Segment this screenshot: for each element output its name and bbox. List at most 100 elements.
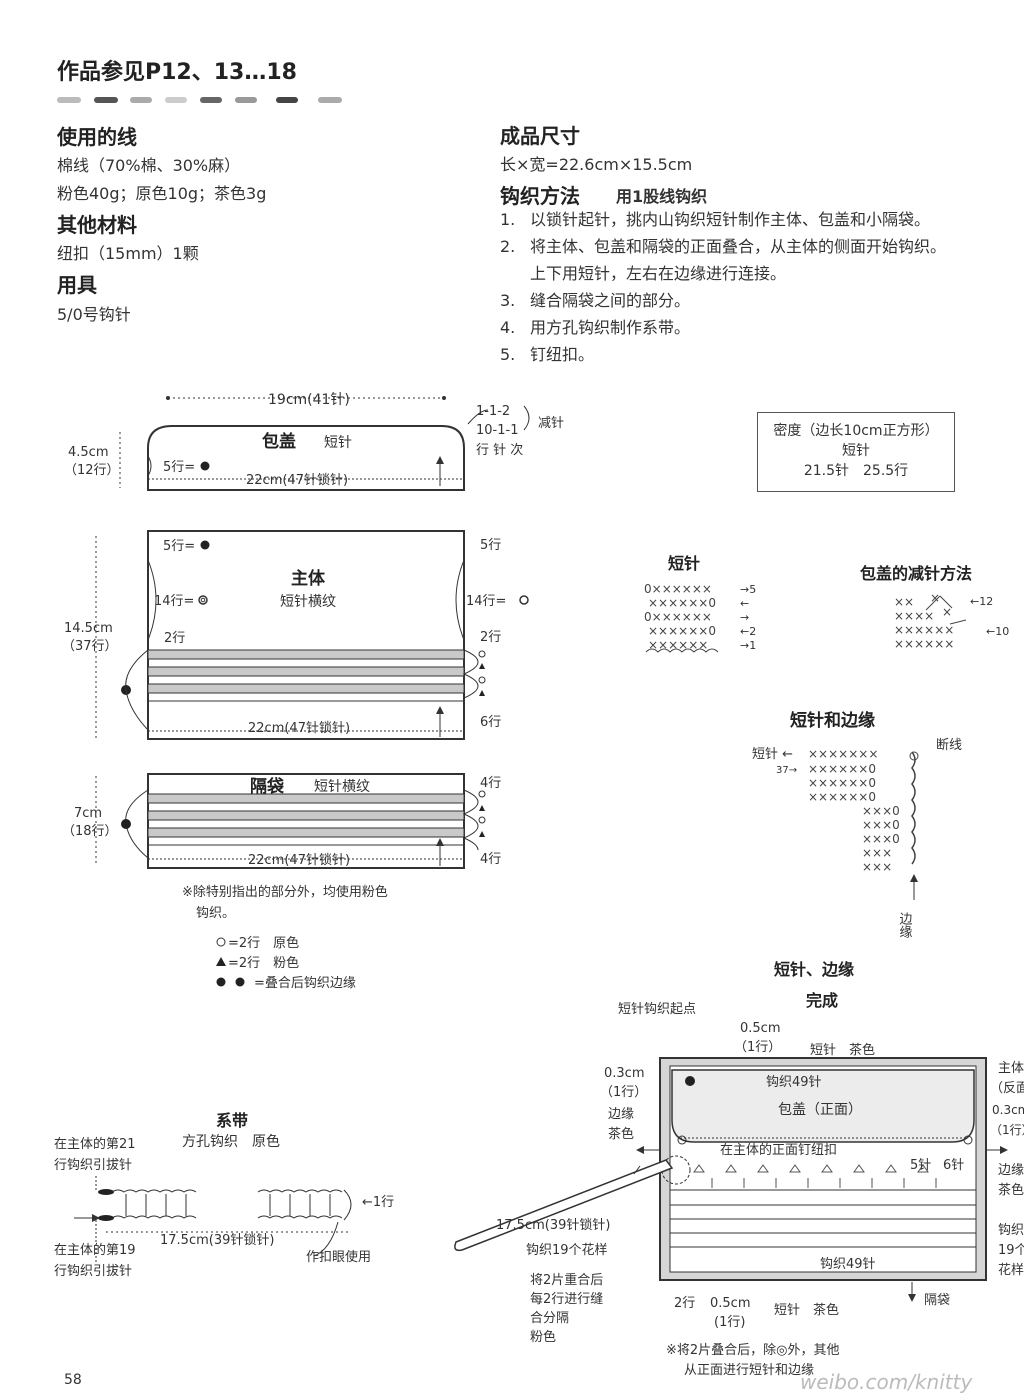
finish-button: 在主体的正面钉纽扣 bbox=[720, 1142, 837, 1158]
instruction-steps: 1.以锁针起针，挑内山钩织短针制作主体、包盖和小隔袋。 2.将主体、包盖和隔袋的… bbox=[500, 206, 946, 368]
flap-label: 包盖 bbox=[262, 431, 296, 452]
strap-loop: 作扣眼使用 bbox=[306, 1249, 371, 1265]
size-text: 长×宽=22.6cm×15.5cm bbox=[500, 155, 693, 174]
yarn-amount: 粉色40g；原色10g；茶色3g bbox=[57, 184, 267, 203]
step-item: 3.缝合隔袋之间的部分。 bbox=[500, 291, 691, 310]
flap-height: 4.5cm bbox=[68, 445, 109, 460]
sc-chart-grid: 0×××××× ××××××0 0×××××× ××××××0 ×××××× bbox=[644, 582, 719, 653]
svg-text:0××××××: 0×××××× bbox=[644, 610, 712, 624]
pocket-label: 隔袋 bbox=[250, 776, 285, 797]
yarn-heading: 使用的线 bbox=[57, 125, 137, 149]
svg-text:×××0: ×××0 bbox=[862, 832, 900, 846]
finish-r1r: （1行） bbox=[990, 1123, 1024, 1137]
legend3: =叠合后钩织边缘 bbox=[254, 976, 356, 991]
finish-edge-r: 边缘 bbox=[998, 1163, 1024, 1178]
finish-sew1: 将2片重合后 bbox=[530, 1272, 603, 1288]
pocket-diagram bbox=[95, 773, 486, 869]
svg-text:××××××0: ××××××0 bbox=[808, 776, 876, 790]
body-r14: 14行= bbox=[154, 594, 194, 609]
finish-pat-r: 钩织 bbox=[998, 1223, 1024, 1238]
body-r2-right: 2行 bbox=[480, 630, 501, 645]
finish-start: 短针钩织起点 bbox=[618, 1002, 696, 1017]
svg-text:××××××: ×××××× bbox=[894, 623, 954, 637]
step-item: 2.将主体、包盖和隔袋的正面叠合，从主体的侧面开始钩织。 bbox=[500, 237, 947, 256]
flap-dec2: 10-1-1 bbox=[476, 423, 518, 438]
materials-text: 纽扣（15mm）1颗 bbox=[57, 244, 199, 263]
sc-r2: ←2 bbox=[740, 625, 756, 638]
finish-note2: 从正面进行短针和边缘 bbox=[684, 1363, 814, 1378]
svg-text:××××××0: ××××××0 bbox=[808, 790, 876, 804]
finish-strap-len: 17.5cm(39针锁针) bbox=[496, 1217, 610, 1233]
svg-text:××××××0: ××××××0 bbox=[648, 596, 716, 610]
body-label: 主体 bbox=[291, 568, 326, 589]
strap-n2: 行钩织引拔针 bbox=[54, 1158, 132, 1173]
finish-edge1b: 茶色 bbox=[608, 1126, 634, 1142]
finish-sc-brown2: 短针 茶色 bbox=[774, 1302, 839, 1318]
svg-text:×: × bbox=[942, 605, 952, 619]
materials-heading: 其他材料 bbox=[57, 213, 137, 237]
finish-c05b: 0.5cm bbox=[710, 1296, 751, 1311]
pocket-stitch: 短针横纹 bbox=[314, 779, 370, 795]
svg-text:×: × bbox=[930, 591, 940, 605]
body-height: 14.5cm bbox=[64, 621, 113, 636]
dec-chart-title: 包盖的减针方法 bbox=[860, 564, 972, 583]
svg-text:××××××0: ××××××0 bbox=[648, 624, 716, 638]
finish-r2: 2行 bbox=[674, 1296, 695, 1311]
svg-text:0××××××: 0×××××× bbox=[644, 582, 712, 596]
legend1: =2行 原色 bbox=[228, 935, 299, 951]
svg-text:××××××0: ××××××0 bbox=[808, 762, 876, 776]
legend-dot-icon bbox=[216, 977, 226, 987]
finish-pat-r3: 花样 bbox=[998, 1262, 1024, 1278]
pocket-r4-top: 4行 bbox=[480, 776, 501, 791]
strap-n3: 在主体的第19 bbox=[54, 1242, 136, 1258]
finish-note1: ※将2片叠合后，除◎外，其他 bbox=[666, 1343, 840, 1358]
finish-edge1: 边缘 bbox=[608, 1107, 634, 1122]
step-item: 4.用方孔钩织制作系带。 bbox=[500, 318, 691, 337]
finish-sew4: 粉色 bbox=[530, 1329, 556, 1345]
svg-text:→: → bbox=[740, 611, 749, 624]
strap-diagram bbox=[74, 1176, 352, 1264]
flap-width-top: 19cm(41针) bbox=[268, 392, 350, 408]
svg-text:×××0: ×××0 bbox=[862, 818, 900, 832]
size-heading: 成品尺寸 bbox=[500, 124, 580, 148]
svg-text:××: ×× bbox=[894, 595, 914, 609]
svg-text:××××××: ×××××× bbox=[648, 638, 708, 652]
flap-rows: （12行） bbox=[64, 463, 120, 478]
flap-diagram bbox=[119, 396, 530, 491]
strap-n4: 行钩织引拔针 bbox=[54, 1264, 132, 1279]
method-note: 用1股线钩织 bbox=[616, 187, 708, 206]
finish-pat-r2: 19个 bbox=[998, 1243, 1024, 1258]
edge-chart-grid: ××××××× ××××××0 ××××××0 ××××××0 ×××0 ×××… bbox=[808, 747, 919, 900]
tools-heading: 用具 bbox=[57, 273, 97, 297]
flap-dec1: 1-1-2 bbox=[476, 404, 510, 419]
gauge-line1: 密度（边长10cm正方形） bbox=[773, 423, 939, 439]
finish-title2: 完成 bbox=[806, 991, 838, 1010]
finish-st6: 6针 bbox=[943, 1158, 964, 1173]
svg-text:×××: ××× bbox=[862, 860, 892, 874]
watermark: weibo.com/knitty bbox=[800, 1370, 973, 1394]
finish-body-back2: （反面） bbox=[990, 1081, 1024, 1096]
finish-r1b: （1行） bbox=[600, 1085, 647, 1100]
svg-text:←: ← bbox=[740, 597, 749, 610]
svg-text:×××0: ×××0 bbox=[862, 804, 900, 818]
svg-text:××××: ×××× bbox=[894, 609, 934, 623]
finish-sc49b: 钩织49针 bbox=[820, 1257, 876, 1272]
pocket-rows: （18行） bbox=[62, 824, 118, 839]
body-stitch: 短针横纹 bbox=[280, 594, 336, 610]
strap-len: 17.5cm(39针锁针) bbox=[160, 1232, 274, 1248]
edge-cut: 断线 bbox=[936, 738, 962, 753]
dec-chart-grid: ××× ××××× ×××××× ×××××× bbox=[894, 591, 967, 651]
pocket-width-chain: 22cm(47针锁针) bbox=[248, 852, 350, 868]
page-number: 58 bbox=[64, 1372, 82, 1388]
body-r2: 2行 bbox=[164, 631, 185, 646]
note-line2: 钩织。 bbox=[196, 906, 235, 921]
strap-title: 系带 bbox=[216, 1111, 248, 1130]
finish-c03r: 0.3cm bbox=[992, 1103, 1024, 1117]
sc-r5: →5 bbox=[740, 583, 756, 596]
finish-r1: （1行） bbox=[734, 1040, 781, 1055]
gauge-line2: 短针 bbox=[842, 443, 870, 459]
note-line1: ※除特别指出的部分外，均使用粉色 bbox=[182, 884, 388, 900]
dec-r10: ←10 bbox=[986, 625, 1009, 638]
svg-text:×××××××: ××××××× bbox=[808, 747, 878, 761]
